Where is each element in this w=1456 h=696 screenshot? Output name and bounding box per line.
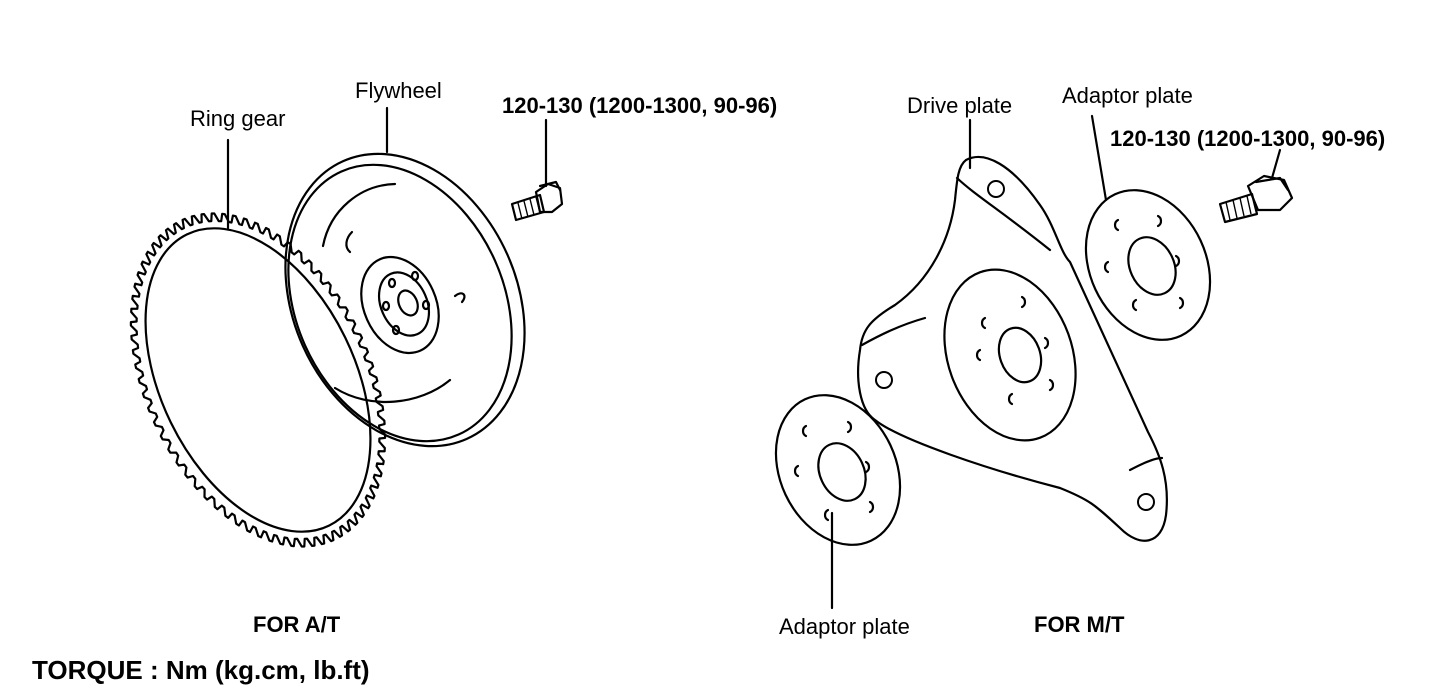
- bolt-mt-icon: [1218, 174, 1294, 224]
- flywheel-label: Flywheel: [355, 78, 442, 103]
- leader-torque-mt: [1270, 148, 1282, 180]
- bolt-hole-icon: [381, 300, 391, 312]
- for-at-caption: FOR A/T: [253, 612, 341, 637]
- adaptor-plate-top: [1084, 189, 1212, 341]
- flywheel: [284, 152, 526, 448]
- ring-gear: [129, 212, 387, 548]
- ring-gear-label: Ring gear: [190, 106, 285, 131]
- adaptor-plate-bottom-label: Adaptor plate: [779, 614, 910, 639]
- bolt-hole-icon: [391, 324, 401, 336]
- torque-mt-label: 120-130 (1200-1300, 90-96): [1110, 126, 1385, 151]
- mount-hole-icon: [987, 180, 1005, 198]
- torque-at-label: 120-130 (1200-1300, 90-96): [502, 93, 777, 118]
- bolt-hole-icon: [421, 299, 431, 311]
- mount-hole-icon: [1137, 493, 1155, 511]
- bolt-hole-icon: [410, 270, 420, 282]
- adaptor-plate-top-label: Adaptor plate: [1062, 83, 1193, 108]
- torque-units-note: TORQUE : Nm (kg.cm, lb.ft): [32, 655, 370, 685]
- mount-hole-icon: [875, 371, 893, 389]
- drive-plate-label: Drive plate: [907, 93, 1012, 118]
- adaptor-plate-bottom: [774, 394, 902, 546]
- drive-plate: [857, 155, 1168, 542]
- for-mt-caption: FOR M/T: [1034, 612, 1125, 637]
- bolt-at-icon: [510, 180, 564, 222]
- leader-adaptor-plate-top: [1090, 114, 1108, 202]
- bolt-hole-icon: [387, 277, 397, 289]
